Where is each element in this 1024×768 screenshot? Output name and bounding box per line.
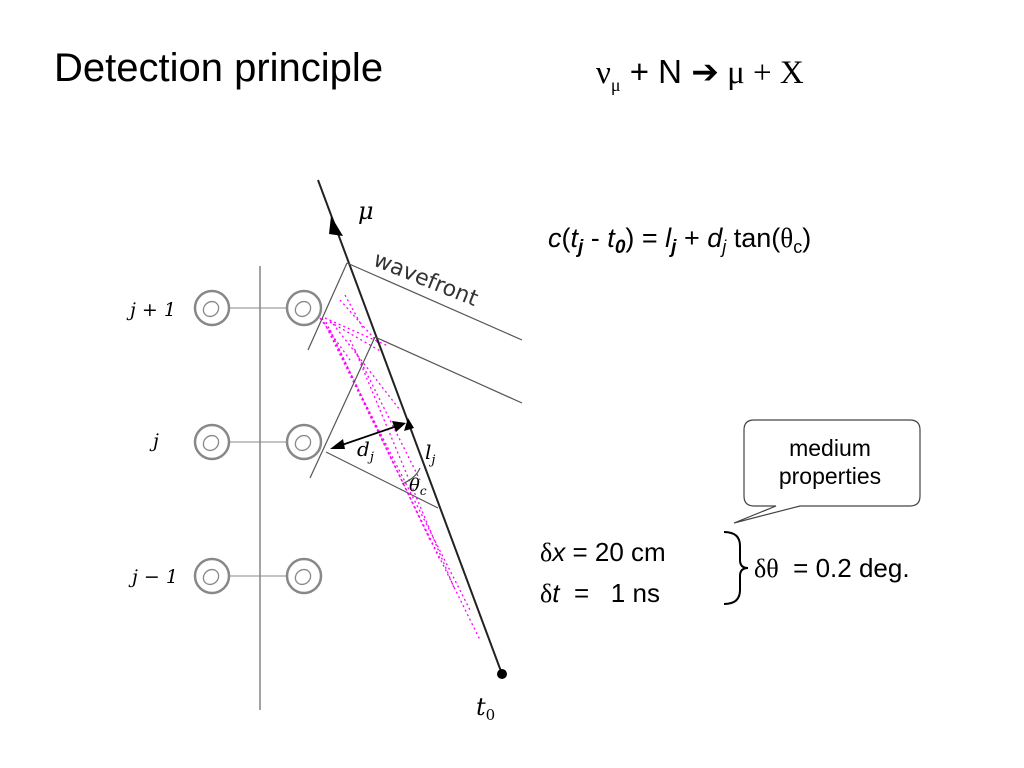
row-label-j-plus-1: j + 1 bbox=[126, 299, 176, 321]
lj-arrow bbox=[404, 418, 414, 431]
muon-label: μ bbox=[358, 197, 374, 225]
pmt-row-j-plus-1 bbox=[193, 289, 323, 327]
pmt-icon bbox=[193, 557, 231, 595]
page-title: Detection principle bbox=[54, 46, 384, 90]
resolution-dt: δt = 1 ns bbox=[540, 578, 660, 608]
pmt-row-j-minus-1 bbox=[193, 557, 323, 595]
callout-bubble bbox=[733, 419, 921, 524]
pmt-icon bbox=[193, 289, 231, 327]
callout-medium-properties: medium properties bbox=[778, 435, 882, 489]
row-label-j: j bbox=[149, 430, 159, 452]
muon-track bbox=[317, 179, 507, 679]
row-label-j-minus-1: j − 1 bbox=[128, 566, 178, 588]
pmt-row-j bbox=[193, 423, 323, 461]
pmt-icon bbox=[285, 289, 323, 327]
geometry-lines bbox=[325, 451, 439, 509]
dj-arrow bbox=[330, 421, 406, 449]
lj-label: lj bbox=[425, 440, 435, 468]
dj-label: dj bbox=[357, 437, 374, 465]
pmt-icon bbox=[285, 423, 323, 461]
theta-c-label: θc bbox=[409, 475, 427, 498]
t0-label: t0 bbox=[476, 693, 495, 724]
t0-point bbox=[497, 669, 507, 679]
resolution-dtheta: δθ = 0.2 deg. bbox=[754, 553, 910, 583]
reaction-equation: νμ + N ➔ μ + X bbox=[596, 53, 804, 95]
timing-formula: c(tj - t0) = lj + dj tan(θc) bbox=[548, 223, 812, 258]
pmt-icon bbox=[193, 423, 231, 461]
resolution-dx: δx = 20 cm bbox=[540, 537, 666, 567]
wavefront-lines bbox=[307, 262, 523, 479]
pmt-icon bbox=[285, 557, 323, 595]
cherenkov-hits bbox=[319, 294, 481, 641]
resolution-brace bbox=[723, 531, 749, 605]
wavefront-label: wavefront bbox=[370, 247, 482, 312]
